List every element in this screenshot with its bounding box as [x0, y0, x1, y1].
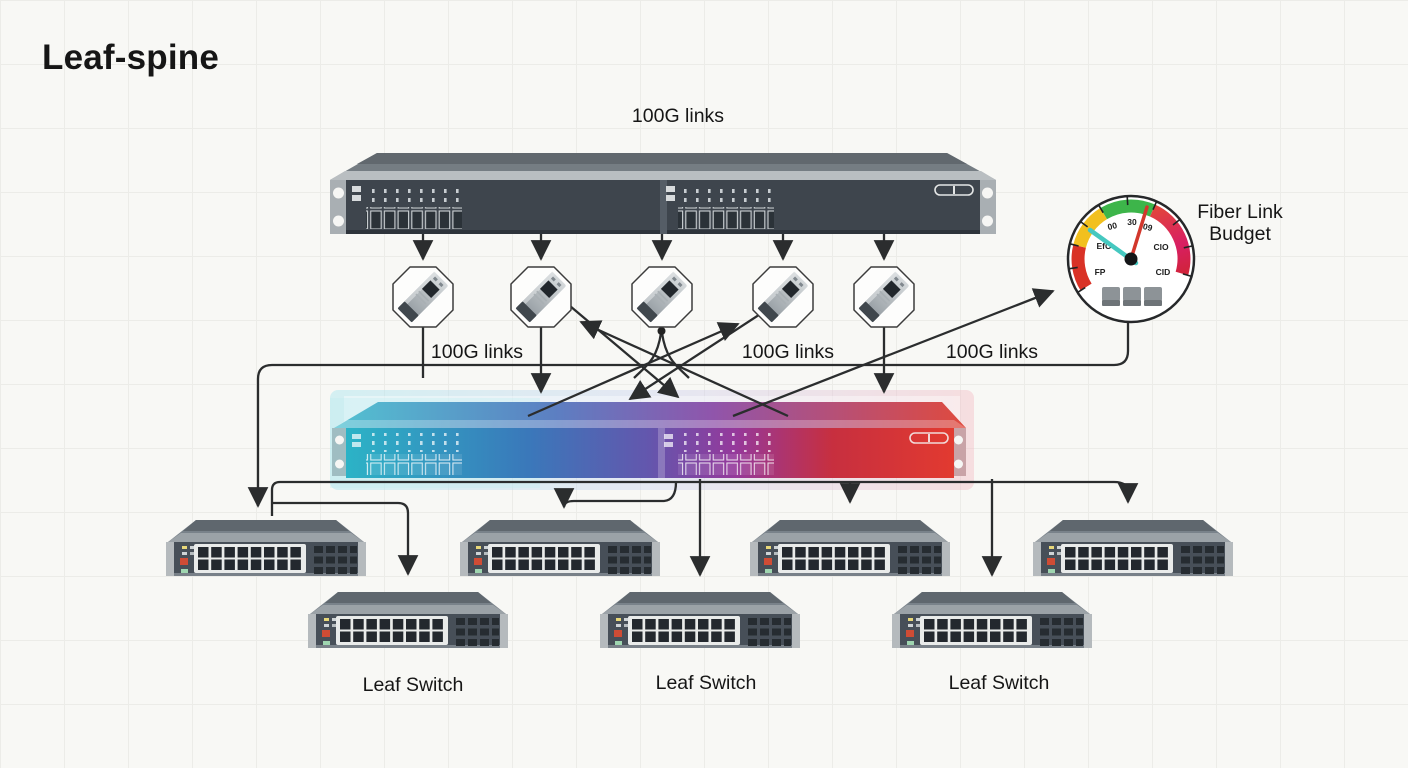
leaf-switch-top-2: [460, 520, 660, 576]
leaf-switch-bottom-3: [892, 592, 1092, 648]
leaf-switch-label-2: Leaf Switch: [656, 672, 757, 694]
gauge-dial-label: FP: [1095, 267, 1106, 277]
gauge-buttons: [1102, 287, 1162, 306]
transceiver-module-4: [752, 266, 814, 328]
transceiver-module-2: [510, 266, 572, 328]
spine-switch: [330, 153, 996, 234]
leaf-switch-bottom-1: [308, 592, 508, 648]
transceiver-to-fabric-link: [569, 305, 680, 399]
gauge-dial-label: EfO: [1096, 241, 1112, 251]
leaf-switch-bottom-2: [600, 592, 800, 648]
label-100g-right: 100G links: [946, 341, 1038, 363]
transceiver-module-3: [631, 266, 693, 328]
fabric-to-transceiver-link: [579, 320, 789, 418]
label-100g-top: 100G links: [632, 105, 724, 127]
fabric-to-leaf-link: [272, 501, 419, 576]
transceiver-to-fabric-link: [660, 332, 690, 379]
gauge-title-line2: Budget: [1209, 223, 1271, 245]
gauge-arc-red-right: [1149, 204, 1191, 276]
label-100g-left: 100G links: [431, 341, 523, 363]
gauge-dial-label: 00: [1106, 220, 1118, 232]
gauge-dial-label: 30: [1127, 217, 1137, 227]
gauge-arc-red-left: [1071, 244, 1092, 291]
transceiver-to-fabric-link: [628, 310, 766, 401]
leaf-switch-label-3: Leaf Switch: [949, 672, 1050, 694]
gauge-dial-label: CID: [1156, 267, 1171, 277]
link-junction-dot: [657, 327, 666, 335]
gauge-hub: [1124, 252, 1138, 266]
gauge-arc-yellow: [1073, 208, 1108, 249]
label-100g-center: 100G links: [742, 341, 834, 363]
transceiver-module-5: [853, 266, 915, 328]
diagram-title: Leaf-spine: [42, 38, 219, 77]
connector-lines: [247, 234, 1139, 577]
fabric-to-transceiver-link: [527, 322, 740, 418]
gauge-title-line1: Fiber Link: [1197, 201, 1283, 223]
leaf-switch-top-3: [750, 520, 950, 576]
leaf-switch-top-4: [1033, 520, 1233, 576]
gauge-dial-label: 09: [1142, 221, 1154, 233]
fiber-link-budget-gauge: 00 30 09 EfO ClO FP CID: [1066, 194, 1196, 324]
gauge-needle-red: [1129, 205, 1149, 261]
gauge-to-leaf-link: [247, 323, 1130, 508]
leaf-switch-label-1: Leaf Switch: [363, 674, 464, 696]
fabric-to-leaf-link: [270, 480, 1139, 516]
leaf-switch-top-1: [166, 520, 366, 576]
fabric-switch: [332, 402, 966, 478]
gauge-ticks: [1068, 196, 1193, 294]
transceiver-module-1: [392, 266, 454, 328]
gauge-dial-label: ClO: [1153, 242, 1169, 252]
fabric-to-gauge-link: [732, 288, 1055, 418]
fabric-to-leaf-link: [553, 481, 678, 509]
